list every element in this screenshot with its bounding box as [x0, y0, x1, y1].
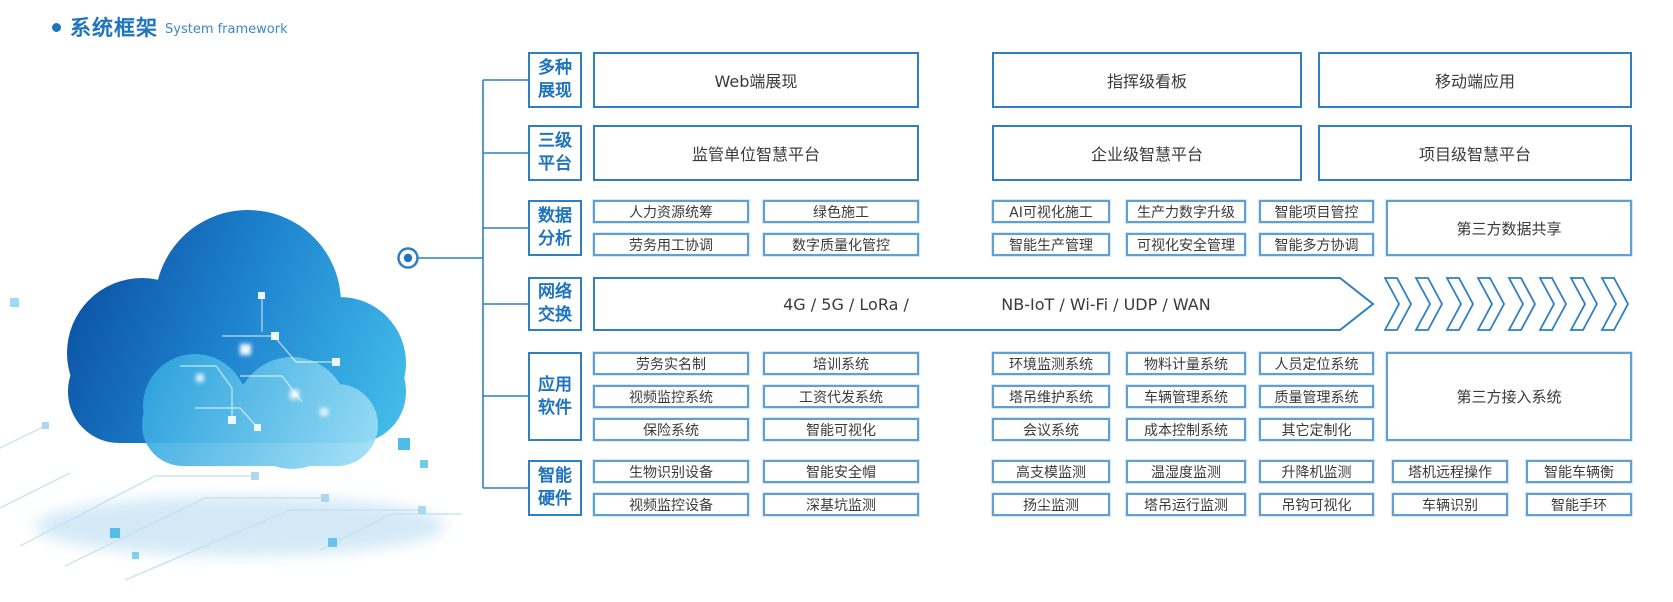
software-box: 成本控制系统 — [1126, 418, 1246, 441]
category-label: 软件 — [538, 397, 572, 418]
data-analysis-box: AI可视化施工 — [992, 200, 1110, 223]
hardware-box: 智能车辆衡 — [1526, 460, 1632, 483]
bullet-icon — [52, 22, 61, 32]
hardware-box: 生物识别设备 — [593, 460, 749, 483]
data-analysis-box: 生产力数字升级 — [1126, 200, 1246, 223]
category-three-level-platform: 三级 平台 — [528, 125, 582, 181]
category-label: 三级 — [538, 131, 572, 151]
software-box: 工资代发系统 — [763, 385, 919, 408]
network-protocols-left: 4G / 5G / LoRa / — [783, 294, 909, 314]
data-analysis-box: 可视化安全管理 — [1126, 233, 1246, 256]
hardware-box: 塔吊运行监测 — [1126, 493, 1246, 516]
hardware-box: 升降机监测 — [1259, 460, 1374, 483]
software-box: 塔吊维护系统 — [992, 385, 1110, 408]
category-multi-display: 多种 展现 — [528, 52, 582, 108]
software-box: 其它定制化 — [1259, 418, 1374, 441]
category-label: 硬件 — [538, 489, 572, 509]
software-box: 智能可视化 — [763, 418, 919, 441]
software-box: 环境监测系统 — [992, 352, 1110, 375]
software-box: 保险系统 — [593, 418, 749, 441]
hardware-box: 塔机远程操作 — [1392, 460, 1508, 483]
software-box: 人员定位系统 — [1259, 352, 1374, 375]
hardware-box: 高支模监测 — [992, 460, 1110, 483]
page-subtitle: System framework — [165, 21, 288, 37]
data-analysis-box: 绿色施工 — [763, 200, 919, 223]
page-title: 系统框架 — [70, 16, 158, 40]
category-label: 多种 — [538, 58, 572, 78]
box-third-party-data-sharing: 第三方数据共享 — [1386, 200, 1632, 256]
hardware-box: 智能手环 — [1526, 493, 1632, 516]
software-box: 会议系统 — [992, 418, 1110, 441]
category-label: 展现 — [538, 81, 572, 101]
category-smart-hardware: 智能 硬件 — [528, 460, 582, 516]
category-label: 应用 — [538, 374, 572, 395]
box-regulator-platform: 监管单位智慧平台 — [593, 125, 919, 181]
box-mobile-app: 移动端应用 — [1318, 52, 1632, 108]
box-command-dashboard: 指挥级看板 — [992, 52, 1302, 108]
hardware-box: 吊钩可视化 — [1259, 493, 1374, 516]
data-analysis-box: 劳务用工协调 — [593, 233, 749, 256]
hardware-box: 扬尘监测 — [992, 493, 1110, 516]
category-label: 数据 — [538, 206, 572, 226]
box-web-display: Web端展现 — [593, 52, 919, 108]
software-box: 车辆管理系统 — [1126, 385, 1246, 408]
hardware-box: 智能安全帽 — [763, 460, 919, 483]
software-box: 物料计量系统 — [1126, 352, 1246, 375]
software-box: 质量管理系统 — [1259, 385, 1374, 408]
category-network-exchange: 网络 交换 — [528, 277, 582, 331]
data-analysis-box: 数字质量化管控 — [763, 233, 919, 256]
category-data-analysis: 数据 分析 — [528, 200, 582, 256]
network-exchange-bar: 4G / 5G / LoRa / NB-IoT / Wi-Fi / UDP / … — [593, 277, 1375, 331]
data-analysis-box: 智能多方协调 — [1259, 233, 1374, 256]
category-label: 分析 — [538, 229, 572, 249]
box-third-party-access-system: 第三方接入系统 — [1386, 352, 1632, 441]
hardware-box: 车辆识别 — [1392, 493, 1508, 516]
category-label: 智能 — [538, 466, 572, 486]
category-label: 平台 — [538, 154, 572, 174]
software-box: 培训系统 — [763, 352, 919, 375]
network-protocols-right: NB-IoT / Wi-Fi / UDP / WAN — [1001, 294, 1211, 314]
data-analysis-box: 智能生产管理 — [992, 233, 1110, 256]
category-application-software: 应用 软件 — [528, 352, 582, 441]
hardware-box: 视频监控设备 — [593, 493, 749, 516]
chevron-arrows-icon — [1384, 277, 1630, 331]
category-label: 交换 — [538, 305, 572, 325]
data-analysis-box: 人力资源统筹 — [593, 200, 749, 223]
software-box: 视频监控系统 — [593, 385, 749, 408]
cloud-illustration — [0, 210, 462, 581]
hardware-box: 温湿度监测 — [1126, 460, 1246, 483]
hardware-box: 深基坑监测 — [763, 493, 919, 516]
page-title-row: 系统框架 System framework — [52, 12, 288, 42]
category-label: 网络 — [538, 282, 572, 302]
network-arrow-shape-icon — [593, 277, 1375, 331]
box-enterprise-platform: 企业级智慧平台 — [992, 125, 1302, 181]
software-box: 劳务实名制 — [593, 352, 749, 375]
data-analysis-box: 智能项目管控 — [1259, 200, 1374, 223]
box-project-platform: 项目级智慧平台 — [1318, 125, 1632, 181]
